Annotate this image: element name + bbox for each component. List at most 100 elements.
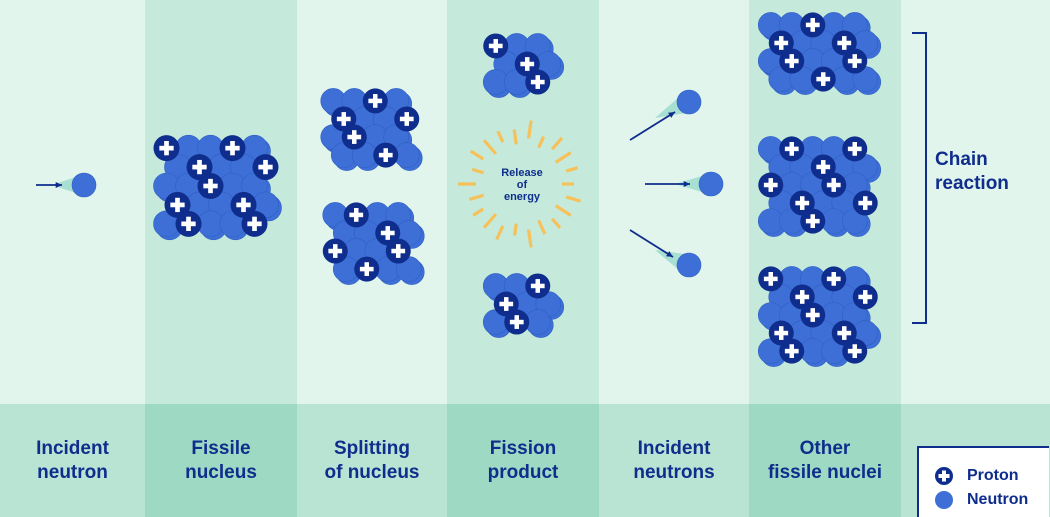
proton xyxy=(821,172,847,198)
proton-plus-h xyxy=(378,152,393,158)
proton-plus-h xyxy=(509,319,524,325)
proton-plus-h xyxy=(774,40,789,46)
proton xyxy=(343,202,369,228)
proton xyxy=(758,266,784,292)
arrow-icon xyxy=(629,111,676,141)
stage-panel xyxy=(599,0,749,404)
energy-burst-ray xyxy=(513,223,518,236)
proton-plus-h xyxy=(203,183,218,189)
proton xyxy=(186,154,213,181)
proton xyxy=(354,256,380,282)
proton-plus-h xyxy=(170,202,185,208)
proton xyxy=(779,48,805,74)
label-strip xyxy=(145,404,297,517)
proton-plus-h xyxy=(236,202,251,208)
proton-plus-h xyxy=(847,146,862,152)
proton-plus-h xyxy=(159,145,174,151)
energy-burst-ray xyxy=(550,217,562,229)
label-strip xyxy=(447,404,599,517)
proton-plus-h xyxy=(391,248,406,254)
arrow-icon xyxy=(629,229,674,258)
energy-release-label: Release of energy xyxy=(501,167,543,203)
stage-panel xyxy=(901,0,1050,404)
proton-plus-h xyxy=(826,276,841,282)
proton-plus-h xyxy=(520,61,535,67)
proton-plus-h xyxy=(181,221,196,227)
stage-label-fissile-nucleus: Fissile nucleus xyxy=(185,437,257,483)
proton-plus-h xyxy=(837,330,852,336)
proton-plus-h xyxy=(368,98,383,104)
proton xyxy=(842,338,868,364)
energy-burst-ray xyxy=(537,219,547,235)
proton-plus-h xyxy=(530,79,545,85)
proton xyxy=(831,30,857,56)
proton-plus-h xyxy=(805,22,820,28)
arrowhead xyxy=(55,181,62,189)
proton-plus-h xyxy=(816,76,831,82)
neutron xyxy=(676,252,702,278)
energy-burst-ray xyxy=(554,151,572,164)
energy-burst-ray xyxy=(472,207,485,217)
energy-burst-ray xyxy=(526,120,533,139)
neutron-icon xyxy=(935,491,953,509)
label-strip xyxy=(599,404,749,517)
proton-plus-h xyxy=(805,218,820,224)
label-strip xyxy=(297,404,447,517)
proton-plus-h xyxy=(795,294,810,300)
proton xyxy=(789,190,815,216)
proton xyxy=(842,48,868,74)
proton-plus-h xyxy=(359,266,374,272)
proton xyxy=(800,302,826,328)
proton xyxy=(789,284,815,310)
label-strip xyxy=(749,404,901,517)
energy-burst-ray xyxy=(554,204,572,217)
proton xyxy=(514,51,540,77)
stage-panel xyxy=(0,0,145,404)
legend-label-proton: Proton xyxy=(967,467,1019,484)
proton-icon xyxy=(935,467,953,485)
proton-plus-h xyxy=(225,145,240,151)
proton xyxy=(252,154,279,181)
chain-reaction-label: Chain reaction xyxy=(935,149,1009,194)
proton xyxy=(800,208,826,234)
proton-plus-h xyxy=(349,212,364,218)
energy-burst-ray xyxy=(482,213,498,229)
proton-plus-h xyxy=(826,182,841,188)
proton xyxy=(842,136,868,162)
energy-burst-ray xyxy=(565,195,581,203)
proton-plus-h xyxy=(336,116,351,122)
proton xyxy=(852,190,878,216)
proton-plus-h xyxy=(530,283,545,289)
proton xyxy=(230,191,257,218)
proton-plus-h xyxy=(399,116,414,122)
proton xyxy=(197,173,224,199)
proton-plus-h xyxy=(784,58,799,64)
proton-plus-h xyxy=(328,248,343,254)
proton-plus-h xyxy=(247,221,262,227)
proton xyxy=(831,320,857,346)
proton xyxy=(821,266,847,292)
energy-burst-ray xyxy=(469,149,485,161)
energy-burst-ray xyxy=(468,193,485,202)
proton-plus-h xyxy=(499,301,514,307)
arrowhead xyxy=(683,180,690,188)
proton-plus-h xyxy=(837,40,852,46)
proton xyxy=(175,210,202,237)
proton-plus-h xyxy=(805,312,820,318)
legend-item-proton: Proton xyxy=(935,464,1049,488)
proton xyxy=(483,33,509,59)
proton xyxy=(525,273,551,299)
proton-plus-h xyxy=(380,230,395,236)
proton xyxy=(800,12,826,38)
proton xyxy=(241,210,268,237)
proton xyxy=(322,238,348,264)
stage-label-splitting: Splitting of nucleus xyxy=(324,437,420,483)
proton-plus-h xyxy=(858,200,873,206)
proton xyxy=(331,106,357,132)
stage-label-other-fissile-nuclei: Other fissile nuclei xyxy=(767,437,883,483)
proton xyxy=(852,284,878,310)
legend-label-neutron: Neutron xyxy=(967,491,1029,508)
proton-plus-h xyxy=(347,134,362,140)
proton-plus-h xyxy=(847,348,862,354)
